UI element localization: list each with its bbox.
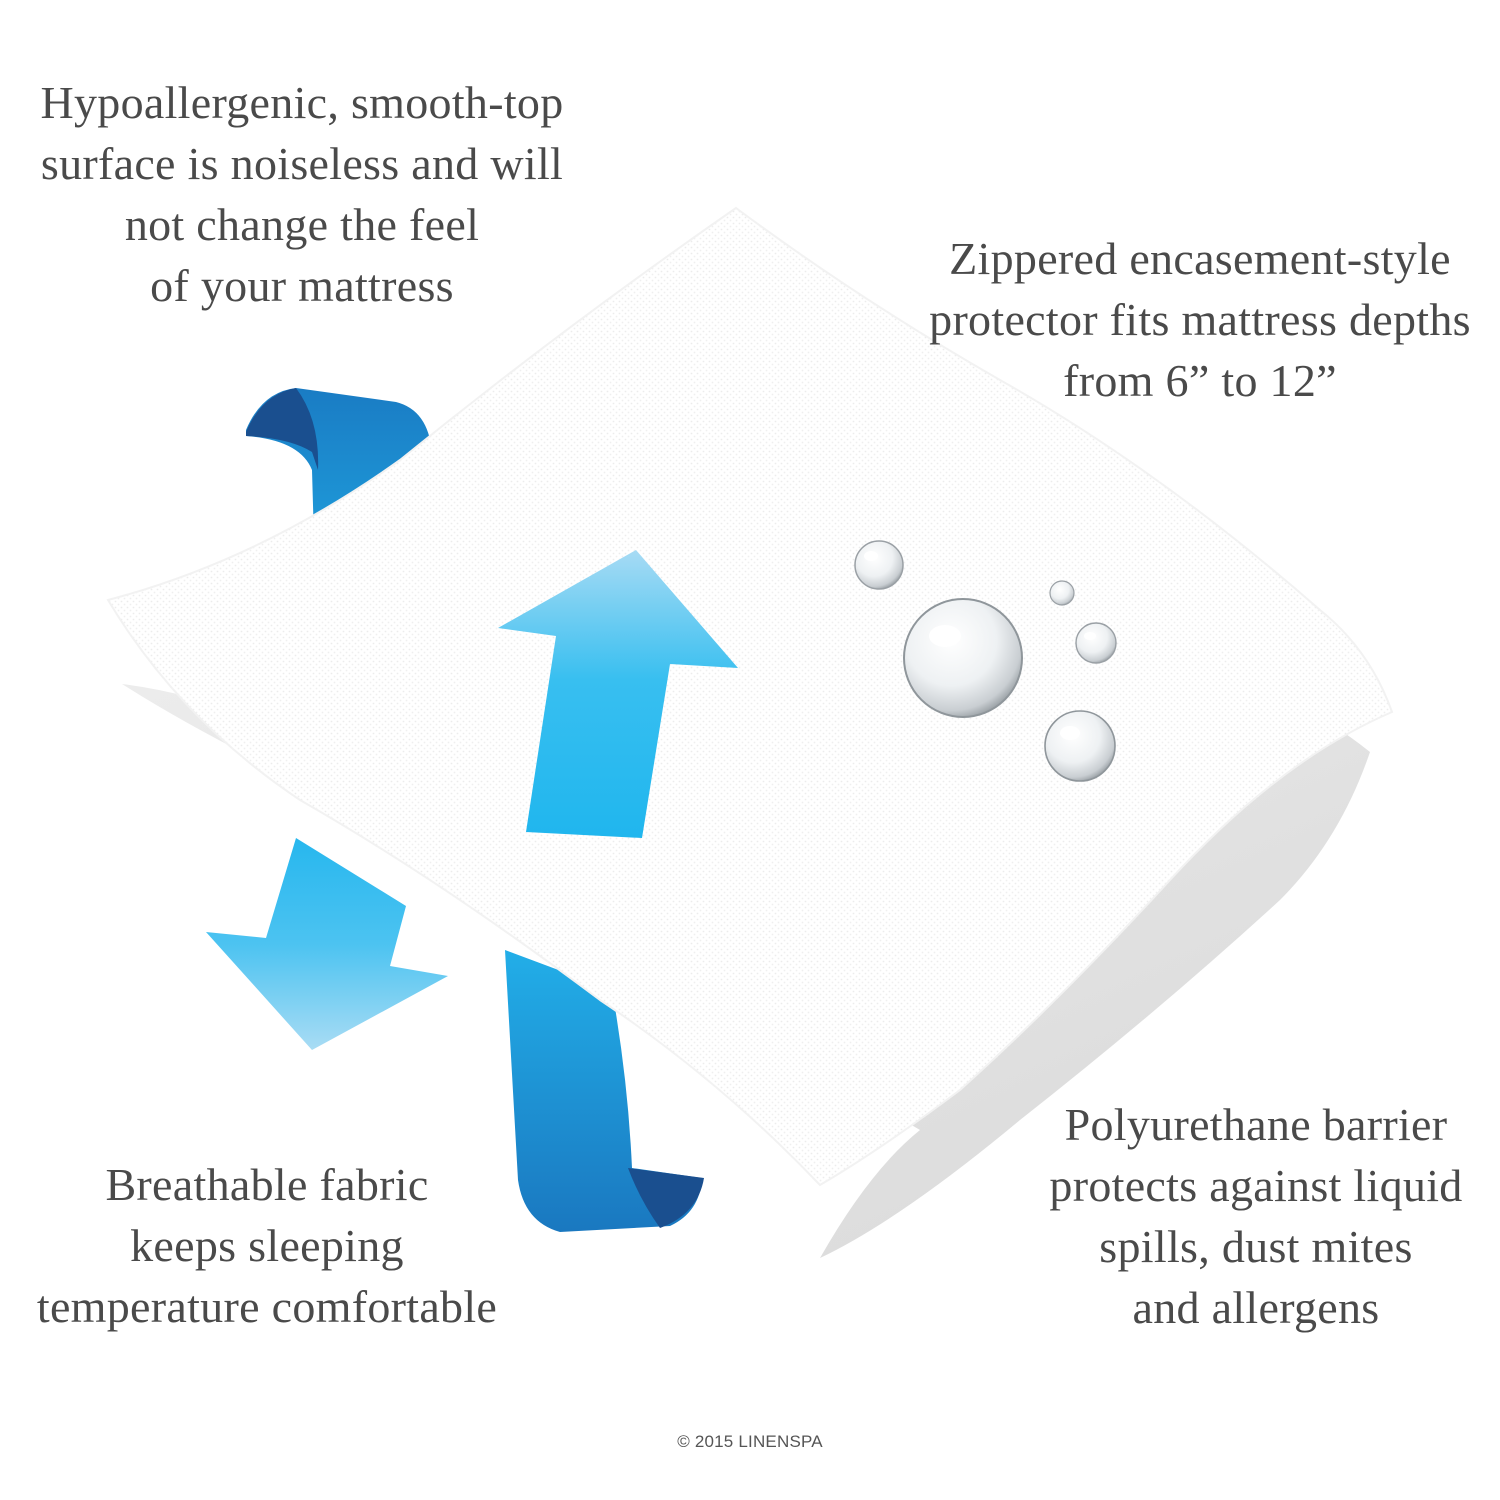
caption-line: of your mattress [150,260,454,311]
arrow-down-icon [206,838,448,1050]
caption-hypoallergenic: Hypoallergenic, smooth-top surface is no… [0,72,604,316]
breathable-top-fabric-layer [106,206,1394,1187]
arrow-up-icon [498,550,738,838]
caption-line: from 6” to 12” [1063,355,1337,406]
caption-line: Zippered encasement-style [949,233,1451,284]
caption-line: not change the feel [124,199,480,250]
caption-line: spills, dust mites [1099,1221,1413,1272]
caption-breathable-fabric: Breathable fabric keeps sleeping tempera… [0,1154,534,1337]
caption-line: protects against liquid [1049,1160,1463,1211]
copyright-notice: © 2015 LINENSPA [677,1432,823,1451]
caption-line: temperature comfortable [36,1281,498,1332]
caption-line: Hypoallergenic, smooth-top [40,77,564,128]
caption-line: Breathable fabric [105,1159,429,1210]
caption-line: keeps sleeping [130,1220,404,1271]
water-droplet-icon [854,540,1117,782]
caption-zippered-encasement: Zippered encasement-style protector fits… [900,228,1500,411]
caption-line: Polyurethane barrier [1064,1099,1448,1150]
caption-line: surface is noiseless and will [40,138,564,189]
curved-arrow-up-icon [505,950,704,1232]
caption-polyurethane-barrier: Polyurethane barrier protects against li… [1012,1094,1500,1338]
caption-line: and allergens [1132,1282,1380,1333]
caption-line: protector fits mattress depths [929,294,1471,345]
